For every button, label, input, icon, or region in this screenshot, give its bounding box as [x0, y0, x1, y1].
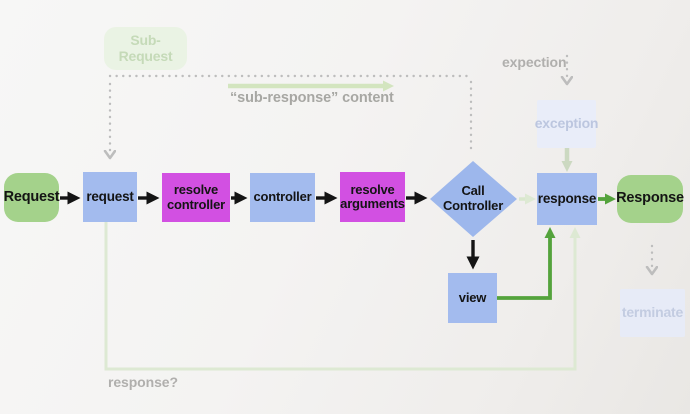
node-exception: exception [535, 100, 598, 148]
node-response: response [537, 173, 597, 225]
node-request-outer: Request [4, 173, 60, 222]
node-resolve-arguments: resolve arguments [340, 172, 405, 222]
label-response-question: response? [108, 374, 178, 390]
node-resolve-controller: resolve controller [162, 173, 230, 222]
node-response-outer: Response [616, 175, 684, 223]
node-request: request [83, 172, 137, 222]
node-terminate: terminate [620, 289, 685, 337]
label-sub-response-content: “sub-response” content [230, 90, 394, 106]
call-controller-diamond [430, 161, 517, 237]
edge-view-to-response [497, 227, 556, 300]
edge-response-loop [104, 222, 581, 371]
node-controller: controller [250, 173, 315, 222]
node-view: view [448, 273, 497, 323]
node-call-controller-label: Call Controller [442, 183, 504, 213]
node-sub-request: Sub-Request [104, 27, 187, 70]
label-expection: expection [502, 54, 567, 70]
